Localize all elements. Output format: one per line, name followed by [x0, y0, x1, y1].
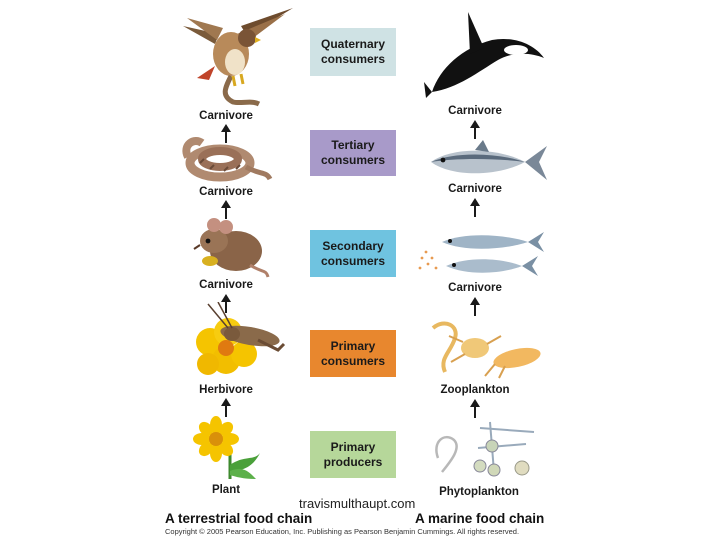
- level-line1: Primary: [321, 339, 385, 354]
- snake-illustration: [180, 133, 275, 185]
- level-line1: Secondary: [321, 239, 385, 254]
- level-line2: consumers: [321, 52, 385, 67]
- level-line2: consumers: [321, 153, 385, 168]
- terrestrial-label-quaternary: Carnivore: [199, 110, 253, 122]
- terrestrial-label-producer: Plant: [212, 484, 240, 496]
- phytoplankton-illustration: [430, 418, 540, 482]
- terrestrial-chain-title: A terrestrial food chain: [165, 511, 312, 526]
- hawk-illustration: [175, 4, 295, 110]
- zooplankton-illustration: [425, 318, 550, 382]
- level-line2: consumers: [321, 354, 385, 369]
- watermark-text: travismulthaupt.com: [297, 496, 417, 511]
- level-line2: producers: [324, 455, 383, 470]
- killer-whale-illustration: [422, 8, 547, 100]
- terrestrial-label-primary: Herbivore: [199, 384, 253, 396]
- marine-label-quaternary: Carnivore: [448, 105, 502, 117]
- level-line1: Primary: [324, 440, 383, 455]
- marine-label-tertiary: Carnivore: [448, 183, 502, 195]
- terrestrial-label-secondary: Carnivore: [199, 279, 253, 291]
- level-line2: consumers: [321, 254, 385, 269]
- mouse-illustration: [190, 215, 270, 279]
- marine-label-primary: Zooplankton: [441, 384, 510, 396]
- marine-arrow-4: [474, 406, 476, 418]
- plant-illustration: [190, 415, 270, 481]
- grasshopper-illustration: [188, 302, 288, 382]
- copyright-notice: Copyright © 2005 Pearson Education, Inc.…: [165, 527, 519, 536]
- marine-arrow-1: [474, 127, 476, 139]
- marine-arrow-3: [474, 304, 476, 316]
- terrestrial-label-tertiary: Carnivore: [199, 186, 253, 198]
- marine-label-secondary: Carnivore: [448, 282, 502, 294]
- level-line1: Quaternary: [321, 37, 385, 52]
- level-line1: Tertiary: [321, 138, 385, 153]
- marine-label-producer: Phytoplankton: [439, 486, 519, 498]
- marine-chain-title: A marine food chain: [415, 511, 544, 526]
- marine-arrow-2: [474, 205, 476, 217]
- fish-illustration: [418, 228, 546, 280]
